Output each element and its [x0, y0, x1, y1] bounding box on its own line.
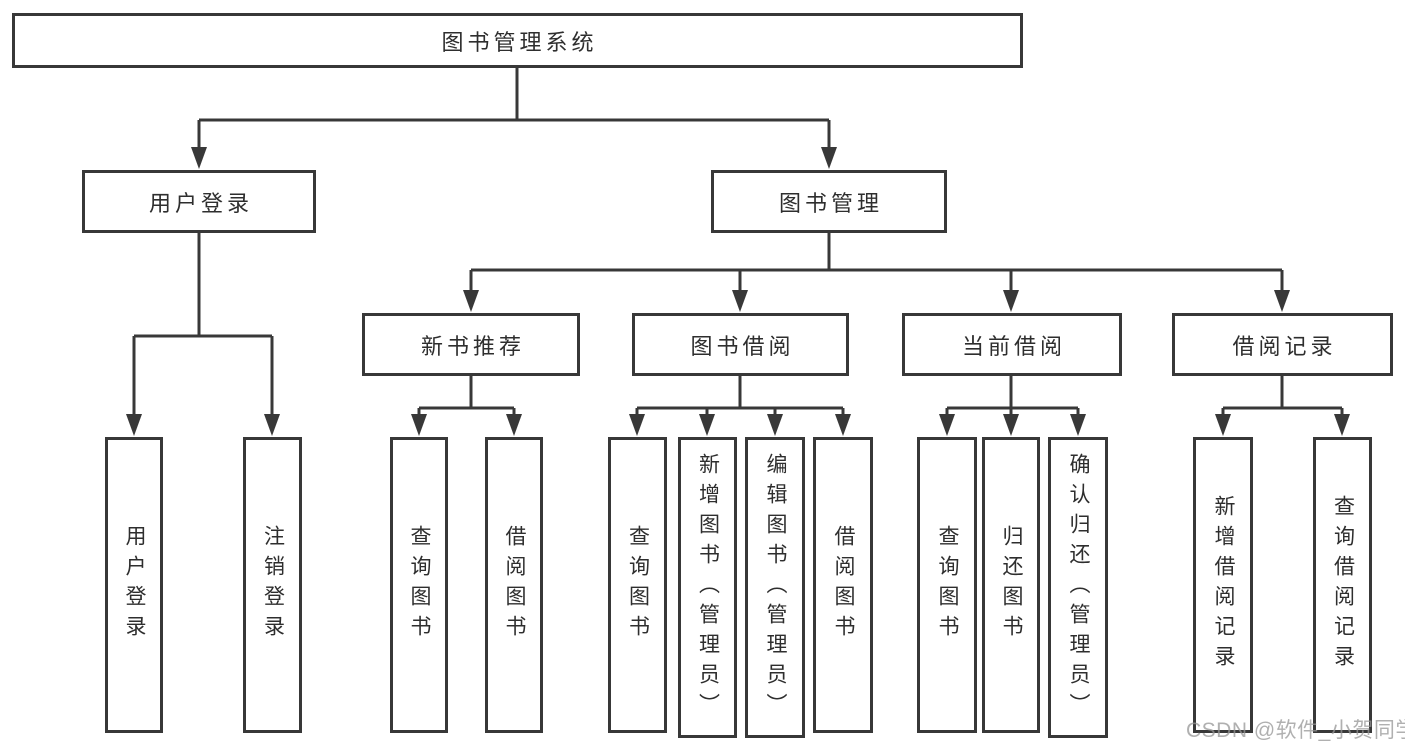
node-book-borrow: 图书借阅: [632, 313, 849, 376]
node-label: 查询图书: [408, 525, 431, 645]
node-bb-borrow-books: 借阅图书: [813, 437, 873, 733]
node-label: 图书管理系统: [441, 29, 598, 55]
node-label: 借阅图书: [503, 525, 526, 645]
node-user-login-action: 用户登录: [105, 437, 163, 733]
node-label: 借阅图书: [832, 525, 855, 645]
arrowheads: [126, 147, 1350, 436]
node-bb-edit-books-admin: 编辑图书（管理员）: [745, 437, 805, 738]
node-label: 归还图书: [1000, 525, 1023, 645]
node-label: 新增借阅记录: [1212, 495, 1235, 675]
node-cb-confirm-return-admin: 确认归还（管理员）: [1048, 437, 1108, 738]
node-borrow-record: 借阅记录: [1172, 313, 1393, 376]
node-label: 图书管理: [778, 190, 883, 216]
node-label: 新增图书（管理员）: [696, 452, 720, 723]
node-label: 确认归还（管理员）: [1067, 452, 1090, 723]
node-br-query-record: 查询借阅记录: [1313, 437, 1372, 733]
connector-segments: [132, 68, 1344, 416]
node-label: 图书借阅: [690, 333, 795, 359]
watermark-text: CSDN @软件_小贺同学: [1186, 719, 1405, 742]
node-label: 用户登录: [148, 190, 253, 216]
node-label: 用户登录: [123, 525, 146, 645]
node-label: 新书推荐: [420, 333, 525, 359]
node-label: 查询图书: [626, 525, 650, 645]
node-nb-borrow-books: 借阅图书: [485, 437, 543, 733]
node-bb-add-books-admin: 新增图书（管理员）: [678, 437, 737, 738]
node-cb-return-books: 归还图书: [982, 437, 1040, 733]
node-label: 编辑图书（管理员）: [764, 452, 787, 723]
node-library-system: 图书管理系统: [12, 13, 1023, 68]
node-bb-query-books: 查询图书: [608, 437, 667, 733]
node-current-borrow: 当前借阅: [902, 313, 1122, 376]
node-label: 当前借阅: [961, 333, 1066, 359]
node-label: 借阅记录: [1232, 333, 1337, 359]
node-nb-query-books: 查询图书: [390, 437, 448, 733]
node-label: 注销登录: [261, 525, 285, 645]
node-new-book-recommend: 新书推荐: [362, 313, 580, 376]
node-book-management: 图书管理: [711, 170, 947, 233]
node-user-login: 用户登录: [82, 170, 316, 233]
node-logout-action: 注销登录: [243, 437, 302, 733]
node-br-add-record: 新增借阅记录: [1193, 437, 1253, 733]
node-label: 查询图书: [936, 525, 959, 645]
node-label: 查询借阅记录: [1331, 495, 1355, 675]
node-cb-query-books: 查询图书: [917, 437, 977, 733]
